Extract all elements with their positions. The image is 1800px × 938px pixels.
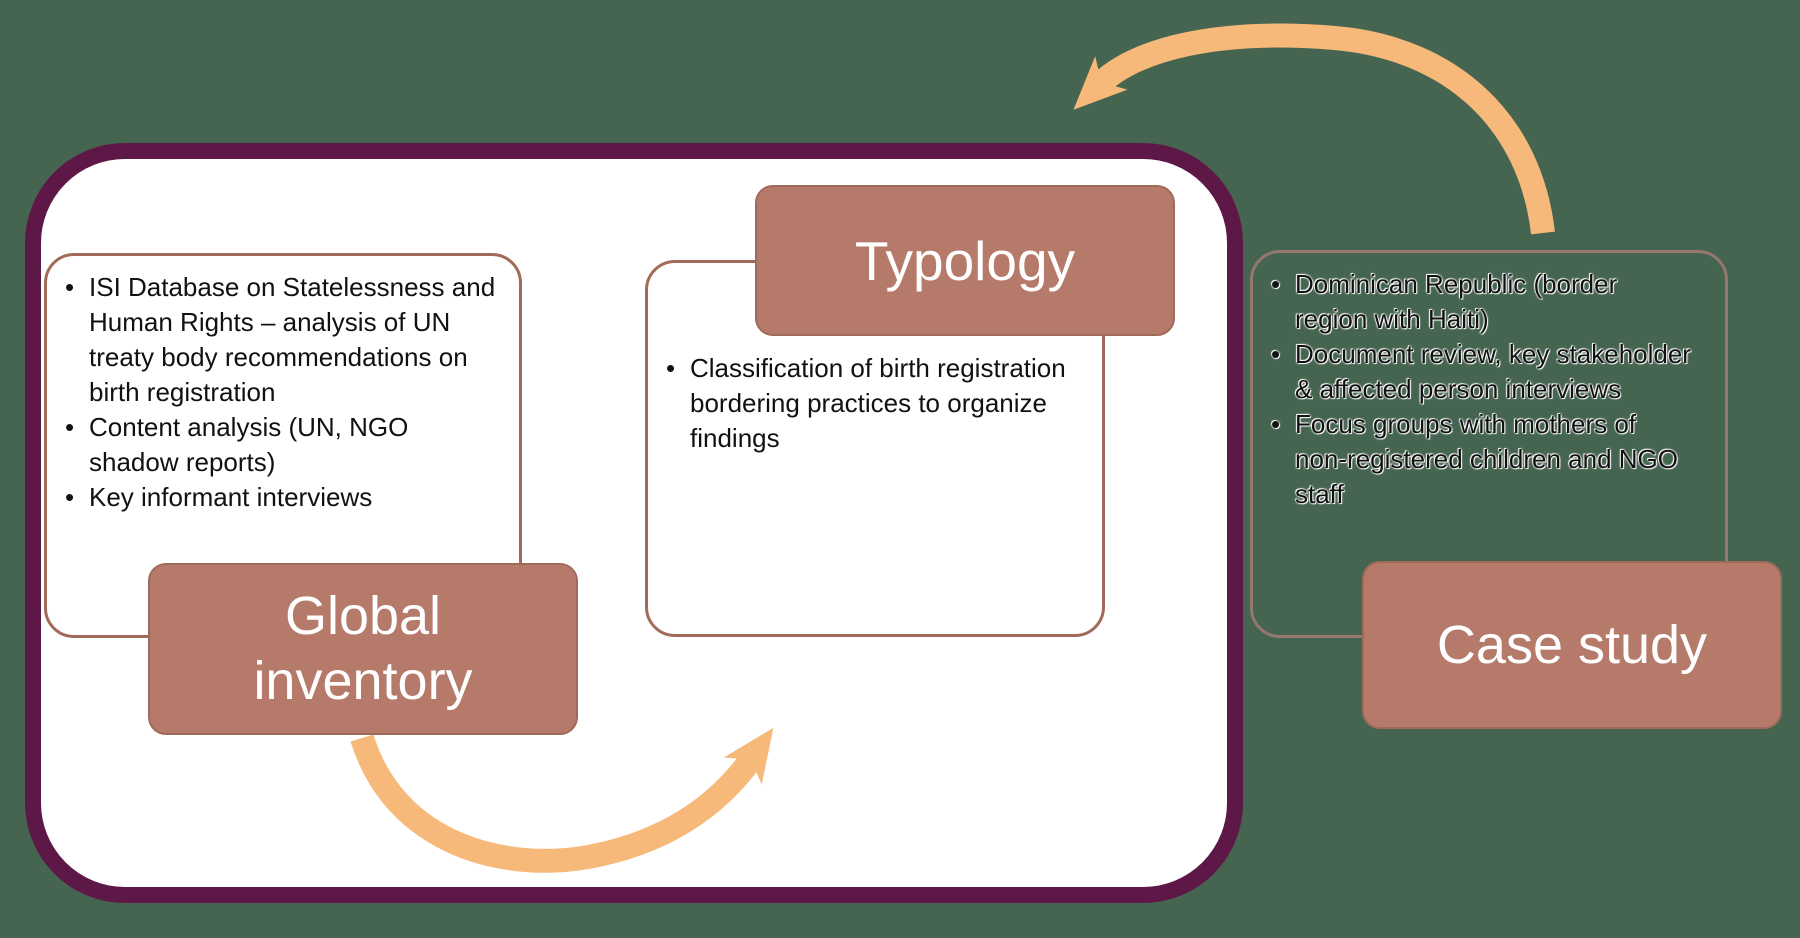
typology-bullet-list: Classification of birth registrationbord… [648, 263, 1102, 456]
bullet-item: Focus groups with mothers ofnon-register… [1271, 407, 1717, 512]
bullet-item: Document review, key stakeholder& affect… [1271, 337, 1717, 407]
stage-title-typology: Typology [854, 229, 1076, 292]
stage-label-typology: Typology [755, 185, 1175, 336]
bullet-item: Classification of birth registrationbord… [666, 351, 1094, 456]
stage-title-case-study: Case study [1436, 615, 1708, 675]
bullet-item: Key informant interviews [65, 480, 511, 515]
stage-label-case-study: Case study [1362, 561, 1782, 729]
